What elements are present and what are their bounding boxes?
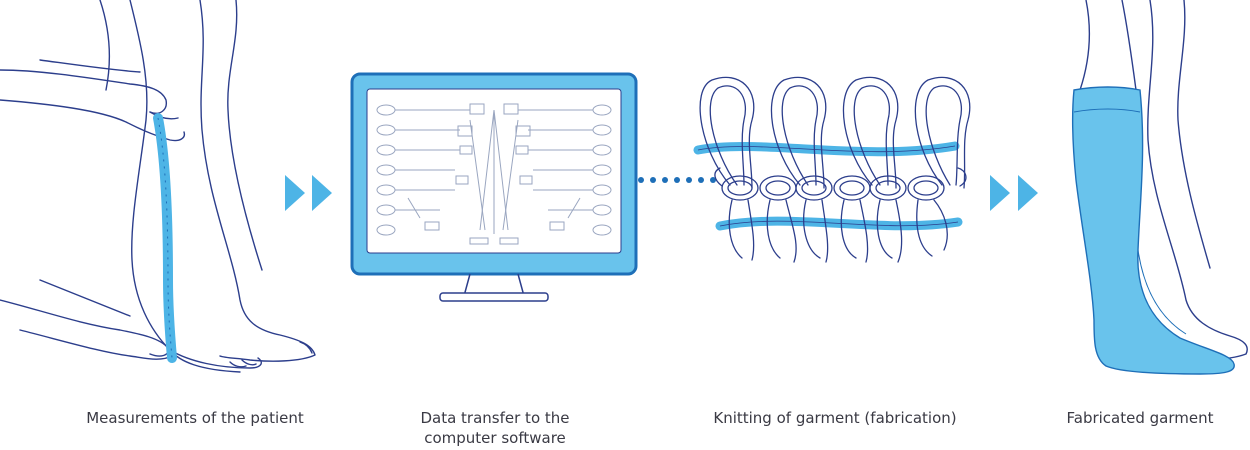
double-chevron-right-icon bbox=[990, 175, 1038, 211]
caption-knitting: Knitting of garment (fabrication) bbox=[713, 409, 957, 427]
caption-fabricated-garment: Fabricated garment bbox=[1066, 409, 1214, 427]
software-schematic bbox=[376, 103, 612, 245]
caption-measurements: Measurements of the patient bbox=[86, 409, 304, 427]
leg-measurement-icon bbox=[0, 0, 316, 373]
knitting-loops-icon bbox=[693, 76, 971, 263]
measuring-tape-icon bbox=[153, 113, 177, 363]
computer-monitor-icon bbox=[350, 72, 638, 302]
double-chevron-right-icon bbox=[285, 175, 332, 211]
caption-data-transfer: Data transfer to the computer software bbox=[420, 409, 570, 447]
process-diagram bbox=[0, 0, 1248, 375]
dotted-line-icon bbox=[638, 177, 716, 183]
compression-stocking-icon bbox=[1071, 0, 1248, 375]
